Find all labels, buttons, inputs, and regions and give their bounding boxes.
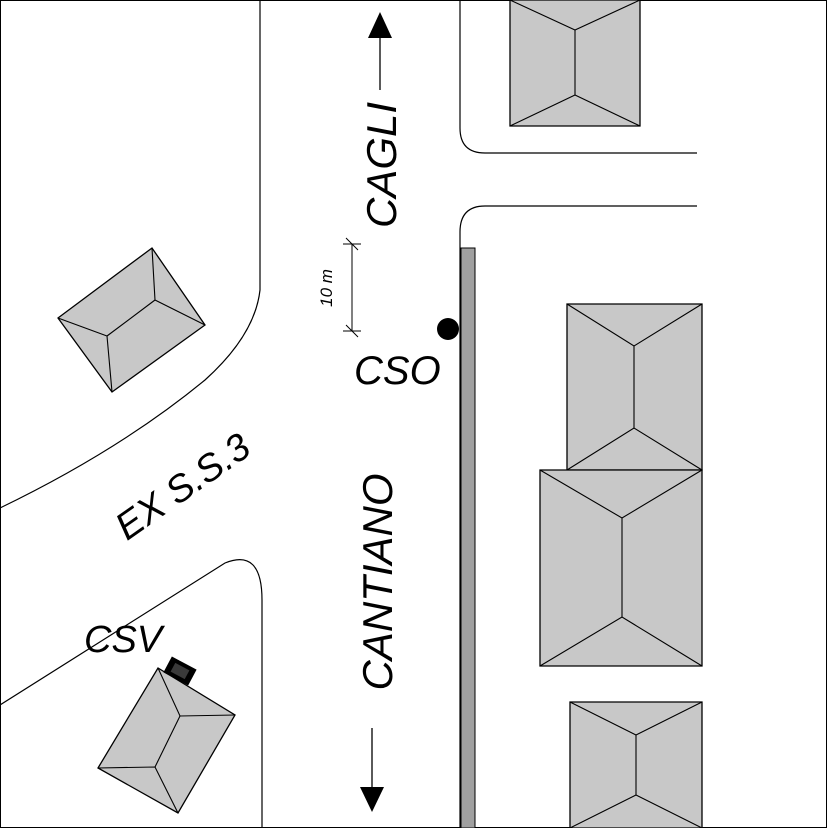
building-north-east — [509, 0, 641, 127]
filled-circle-icon — [437, 318, 459, 340]
valve-box-icon — [163, 656, 197, 686]
sidewalk-strip — [460, 247, 476, 828]
scale-bar — [343, 237, 361, 338]
south-west-road-edge — [0, 559, 263, 828]
building-west — [57, 247, 206, 393]
point-label-csv: CSV — [84, 619, 166, 661]
point-label-cso: CSO — [354, 349, 441, 393]
road-label-cagli: CAGLI — [358, 102, 405, 228]
road-label-cantiano: CANTIANO — [354, 473, 401, 690]
road-edges — [0, 0, 697, 828]
building-east-3 — [569, 701, 703, 828]
west-road-edge — [0, 0, 261, 509]
arrow-down-icon — [360, 728, 384, 812]
east-road-edge-south — [459, 205, 697, 828]
building-south-west — [97, 667, 236, 814]
building-east-1 — [566, 303, 703, 471]
east-road-edge-north — [459, 0, 697, 154]
scale-label: 10 m — [317, 269, 336, 307]
arrow-up-icon — [368, 12, 392, 90]
building-east-2 — [539, 469, 703, 667]
